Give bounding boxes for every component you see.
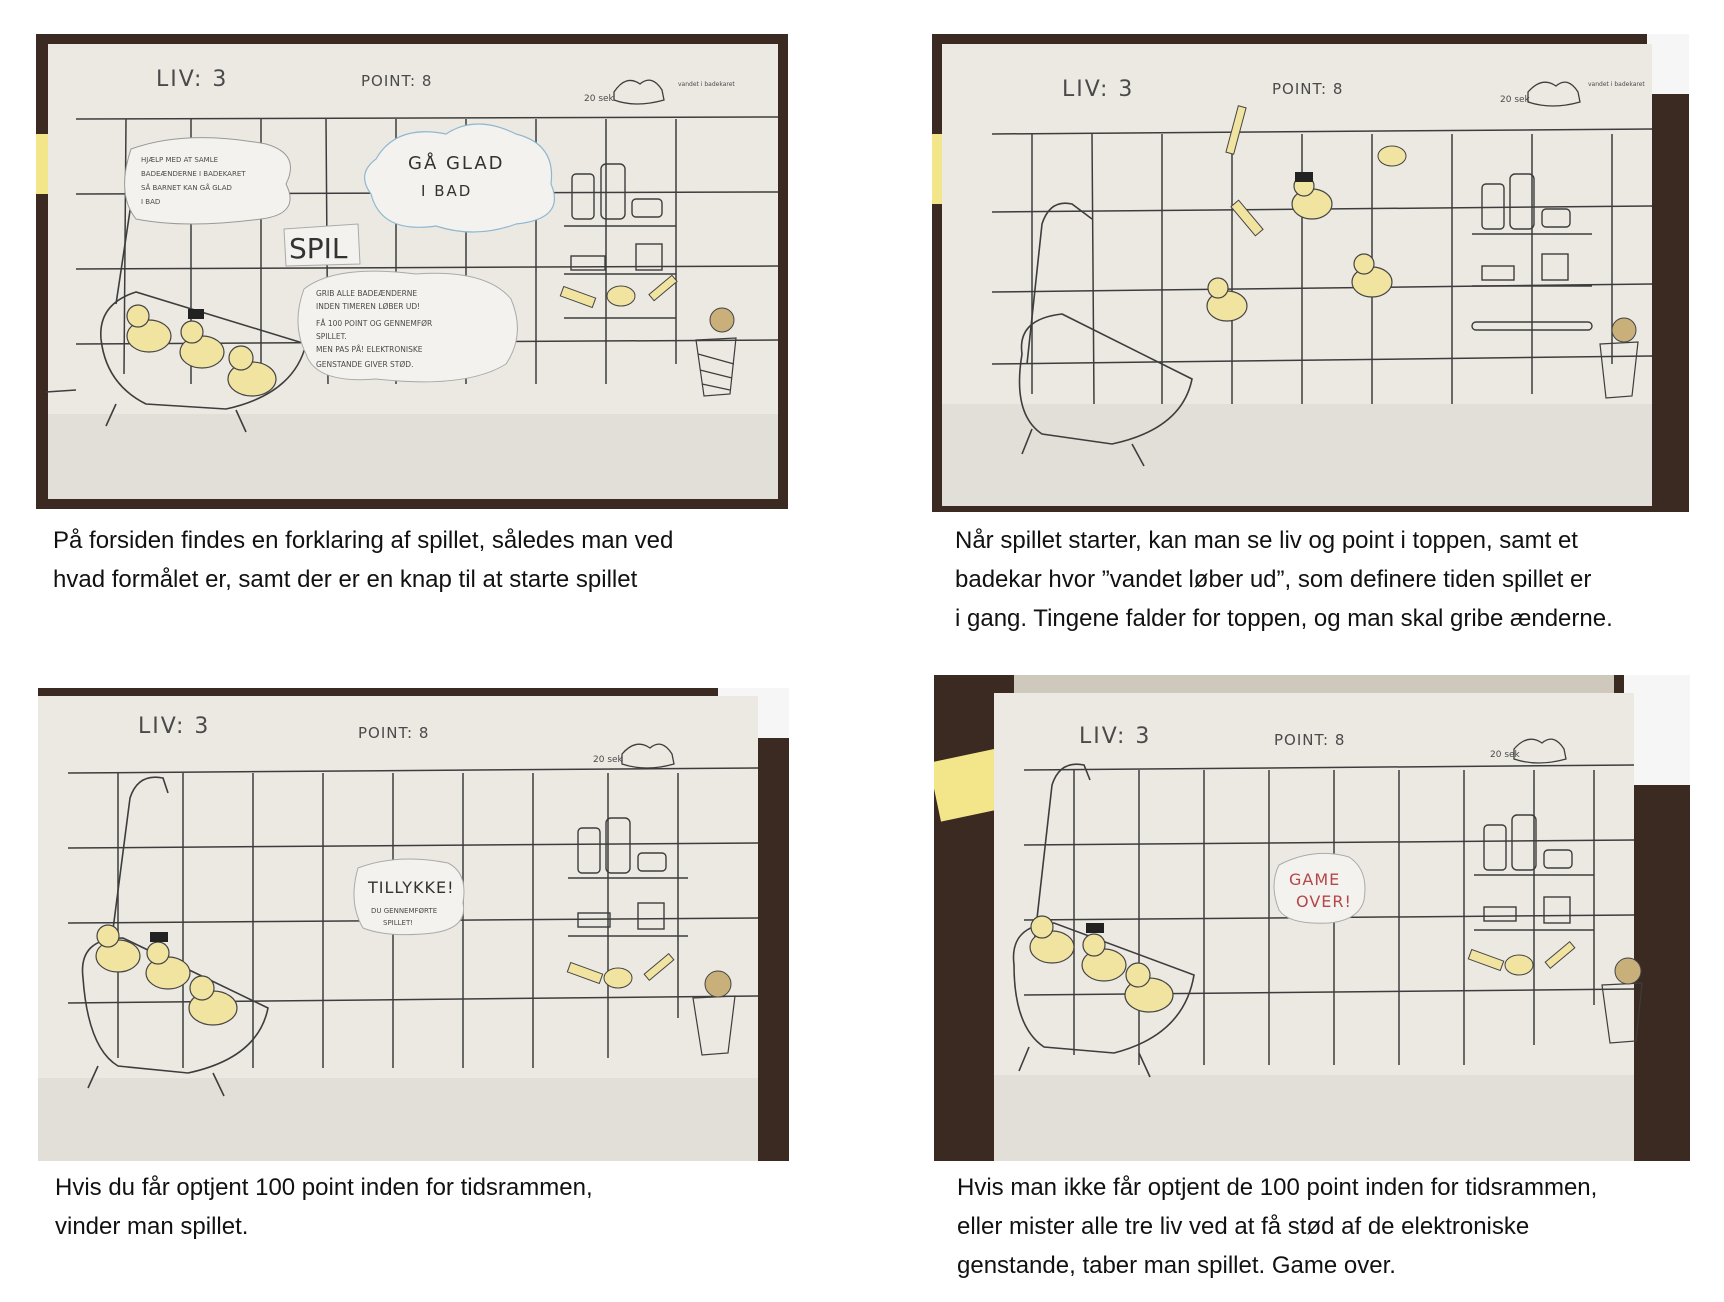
- lives-label: LIV: 3: [138, 714, 210, 739]
- points-label: POINT: 8: [1274, 731, 1345, 749]
- wastebasket-icon: [695, 337, 737, 397]
- help-line: I BAD: [141, 198, 160, 206]
- sticky-note: [932, 134, 944, 204]
- help-line: BADEÆNDERNE I BADEKARET: [141, 170, 246, 178]
- caption-line: vinder man spillet.: [55, 1213, 249, 1240]
- timer-seconds-label: 20 sek: [1490, 750, 1521, 760]
- top-hat-icon: [150, 932, 168, 942]
- shelf-products-icon: [568, 817, 688, 937]
- rules-line: GENSTANDE GIVER STØD.: [316, 360, 413, 369]
- shelf-products-icon: [1474, 814, 1594, 931]
- rules-line: SPILLET.: [316, 332, 347, 341]
- caption-start-screen: På forsiden findes en forklaring af spil…: [53, 521, 773, 599]
- paper-sheet: [942, 44, 1653, 506]
- sponge-icon: [704, 970, 732, 998]
- caption-line: badekar hvor ”vandet løber ud”, som defi…: [955, 566, 1592, 593]
- help-text-cloud: HJÆLP MED AT SAMLE BADEÆNDERNE I BADEKAR…: [124, 137, 291, 225]
- sticky-note: [934, 748, 1010, 822]
- lives-label: LIV: 3: [1079, 724, 1151, 749]
- sponge-icon: [1611, 317, 1637, 343]
- photo-game-over-screen: LIV: 3 POINT: 8 20 sek GAME OVER!: [934, 675, 1690, 1161]
- game-title-line: I BAD: [421, 182, 472, 200]
- timer-tub-icon: 20 sek vandet i badekaret: [1500, 81, 1645, 107]
- game-over-card: GAME OVER!: [1273, 852, 1366, 924]
- help-line: SÅ BARNET KAN GÅ GLAD: [141, 183, 232, 192]
- caption-line: i gang. Tingene falder for toppen, og ma…: [955, 605, 1613, 632]
- caption-line: På forsiden findes en forklaring af spil…: [53, 527, 674, 554]
- top-hat-icon: [188, 309, 204, 319]
- rules-cloud: GRIB ALLE BADEÆNDERNE INDEN TIMEREN LØBE…: [297, 270, 518, 383]
- bathtub-icon: [81, 776, 269, 1097]
- caption-game-over: Hvis man ikke får optjent de 100 point i…: [957, 1168, 1697, 1285]
- start-button[interactable]: SPIL: [283, 223, 361, 267]
- win-title: TILLYKKE!: [367, 878, 454, 897]
- caption-line: Hvis du får optjent 100 point inden for …: [55, 1174, 593, 1201]
- rubber-duck-icon: [126, 304, 277, 397]
- laptop-edge: [1014, 675, 1614, 693]
- photo-win-screen: LIV: 3 POINT: 8 20 sek TILLYKKE! DU GENN…: [38, 688, 789, 1161]
- rubber-duck-icon: [1206, 175, 1393, 322]
- electronics-icon: [1467, 940, 1576, 976]
- timer-tub-icon: 20 sek: [593, 743, 675, 769]
- tub-note-label: vandet i badekaret: [678, 81, 735, 88]
- caption-win: Hvis du får optjent 100 point inden for …: [55, 1168, 755, 1246]
- falling-item-icon: [1225, 105, 1407, 237]
- paper-note: [1624, 675, 1690, 785]
- caption-line: Hvis man ikke får optjent de 100 point i…: [957, 1174, 1598, 1201]
- caption-gameplay: Når spillet starter, kan man se liv og p…: [955, 521, 1695, 638]
- tub-note-label: vandet i badekaret: [1588, 81, 1645, 88]
- paper-note: [1647, 34, 1689, 94]
- rules-line: GRIB ALLE BADEÆNDERNE: [316, 289, 417, 298]
- win-subtitle-line: SPILLET!: [383, 919, 413, 927]
- sticky-note: [36, 134, 50, 194]
- win-subtitle-line: DU GENNEMFØRTE: [371, 907, 437, 915]
- timer-seconds-label: 20 sek: [593, 755, 624, 765]
- photo-start-screen: LIV: 3 POINT: 8 20 sek vandet i badekare…: [36, 34, 788, 509]
- timer-tub-icon: 20 sek: [1490, 738, 1567, 764]
- wastebasket-icon: [1599, 341, 1639, 399]
- title-cloud: GÅ GLAD I BAD: [364, 123, 556, 233]
- bathtub-icon: [1018, 202, 1193, 467]
- lives-label: LIV: 3: [1062, 77, 1134, 102]
- game-over-line: OVER!: [1296, 892, 1352, 911]
- top-hat-icon: [1086, 923, 1104, 933]
- shelf-products-icon: [564, 163, 676, 319]
- help-line: HJÆLP MED AT SAMLE: [141, 156, 218, 164]
- photo-gameplay-screen: LIV: 3 POINT: 8 20 sek vandet i badekare…: [932, 34, 1689, 512]
- game-title-line: GÅ GLAD: [408, 152, 505, 174]
- rules-line: INDEN TIMEREN LØBER UD!: [316, 302, 420, 311]
- grid-lines: [1023, 764, 1635, 1065]
- caption-line: hvad formålet er, samt der er en knap ti…: [53, 566, 638, 593]
- rubber-duck-icon: [1029, 915, 1174, 1013]
- timer-seconds-label: 20 sek: [584, 94, 615, 104]
- timer-seconds-label: 20 sek: [1500, 95, 1531, 105]
- points-label: POINT: 8: [358, 724, 429, 742]
- win-message-card: TILLYKKE! DU GENNEMFØRTE SPILLET!: [353, 858, 465, 936]
- rules-line: FÅ 100 POINT OG GENNEMFØR: [316, 319, 432, 328]
- points-label: POINT: 8: [361, 72, 432, 90]
- timer-tub-icon: 20 sek vandet i badekaret: [584, 79, 735, 105]
- game-over-line: GAME: [1289, 870, 1340, 889]
- rubber-duck-icon: [95, 924, 238, 1026]
- top-hat-icon: [1295, 172, 1313, 182]
- paper-sheet: [48, 44, 779, 499]
- grid-lines: [991, 128, 1653, 405]
- electronics-icon: [559, 274, 678, 309]
- shelf-products-icon: [1471, 173, 1593, 331]
- electronics-icon: [566, 952, 675, 989]
- caption-line: eller mister alle tre liv ved at få stød…: [957, 1213, 1530, 1240]
- bathtub-icon: [1012, 763, 1195, 1078]
- lives-label: LIV: 3: [156, 67, 228, 92]
- sponge-icon: [1614, 957, 1642, 985]
- points-label: POINT: 8: [1272, 80, 1343, 98]
- caption-line: genstande, taber man spillet. Game over.: [957, 1252, 1396, 1279]
- caption-line: Når spillet starter, kan man se liv og p…: [955, 527, 1578, 554]
- start-button-label[interactable]: SPIL: [289, 232, 348, 265]
- rules-line: MEN PAS PÅ! ELEKTRONISKE: [316, 345, 423, 354]
- sponge-icon: [709, 307, 735, 333]
